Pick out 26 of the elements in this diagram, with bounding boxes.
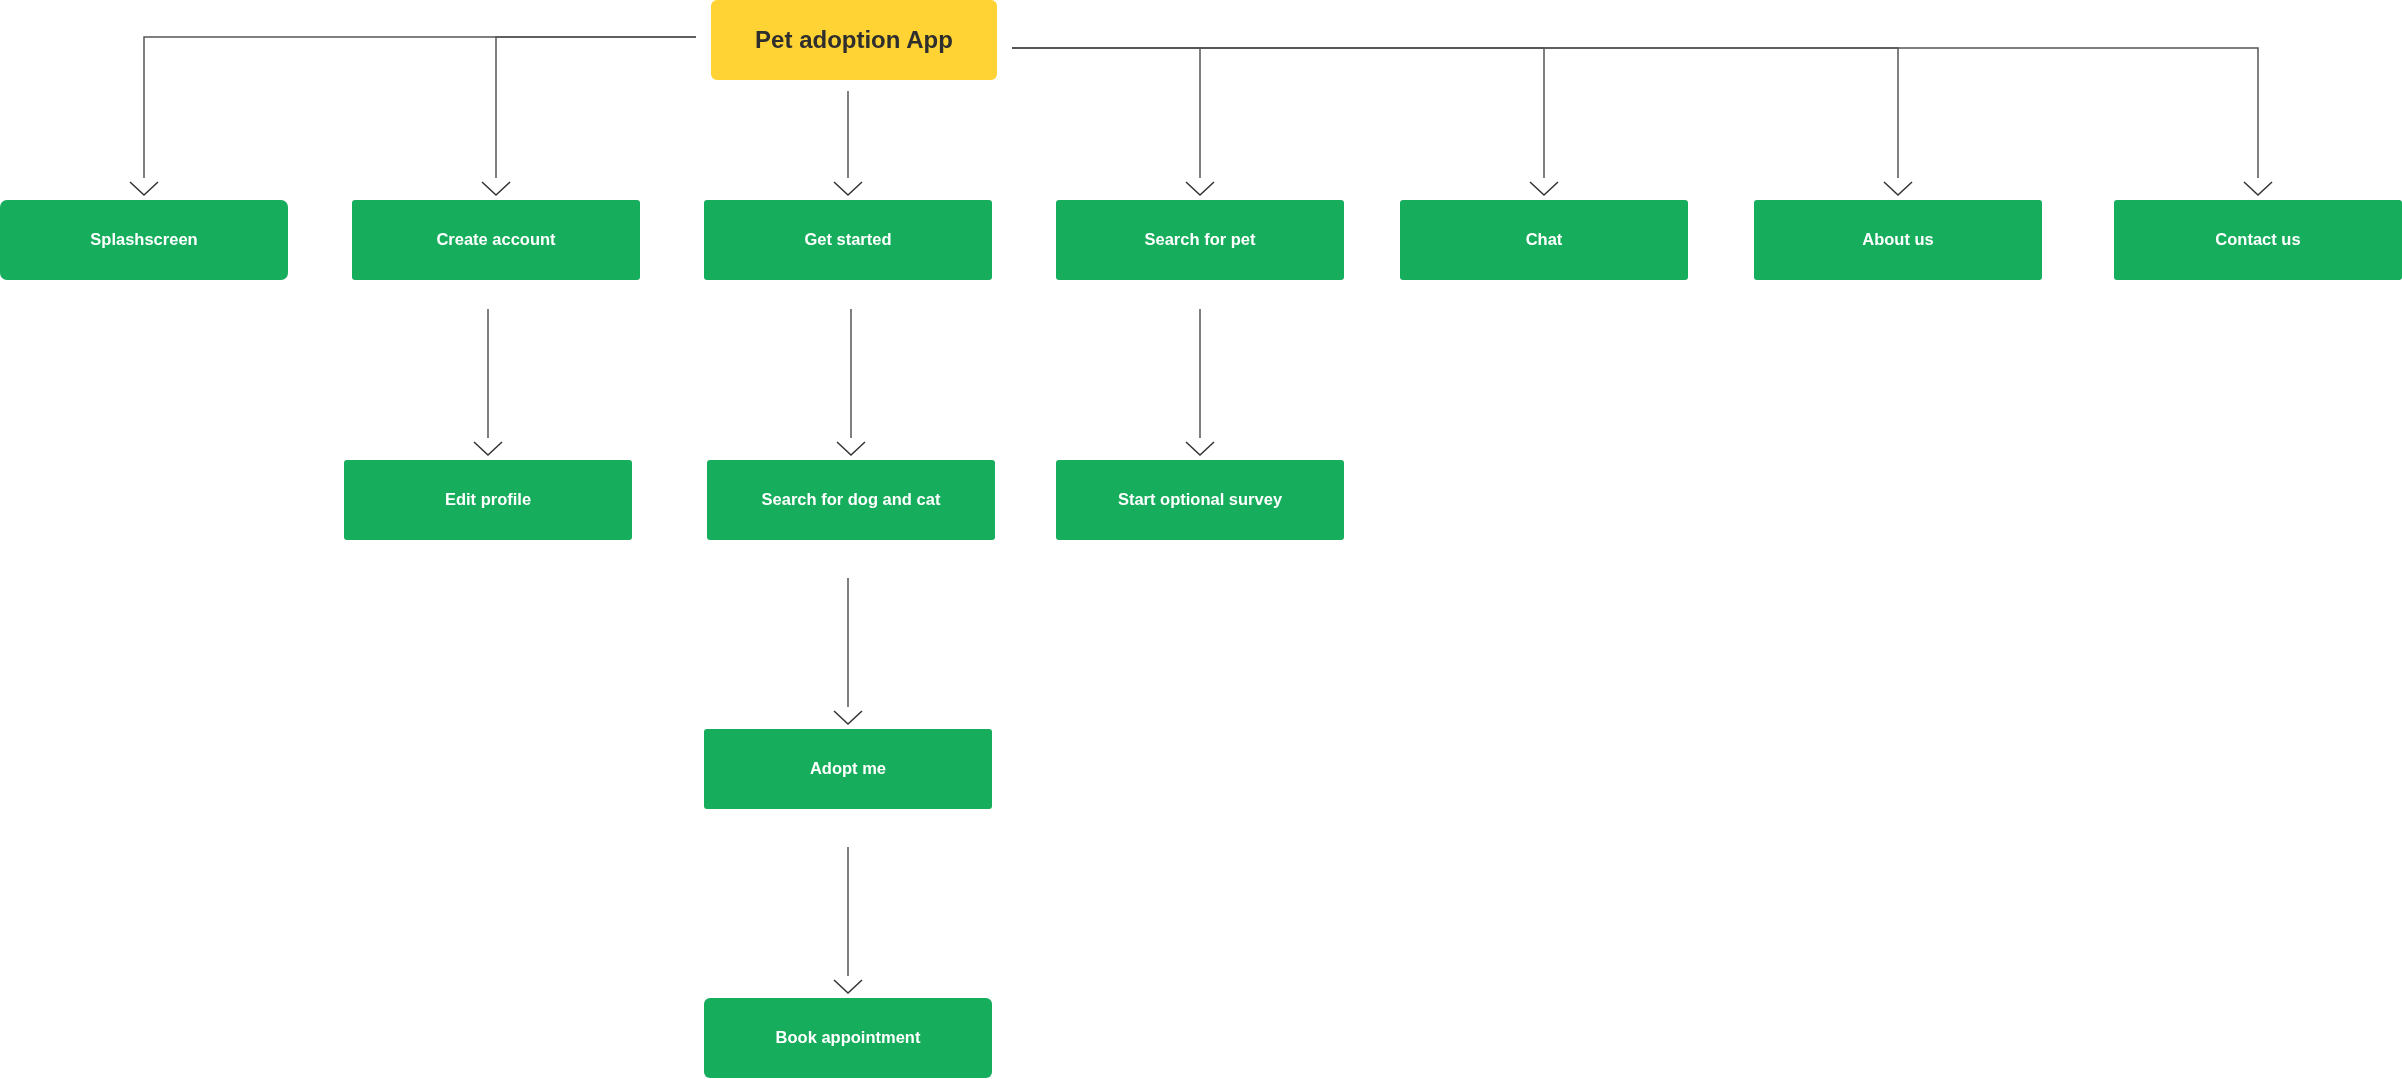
node-label: Pet adoption App [755,25,953,55]
process-box [1056,200,1344,280]
node-label: Splashscreen [90,230,198,250]
process-box [1056,460,1344,540]
process-box [704,998,992,1078]
process-box [0,200,288,280]
node-label: Chat [1525,230,1563,250]
process-box [707,460,995,540]
process-box [704,729,992,809]
process-box [2114,200,2402,280]
node-label: Book appointment [775,1028,921,1048]
node-label: Adopt me [809,759,887,779]
process-box [704,200,992,280]
process-box [352,200,640,280]
node-label: Search for dog and cat [761,490,941,510]
node-label: Search for pet [1144,230,1256,250]
process-box [344,460,632,540]
node-label: Start optional survey [1117,490,1283,510]
process-box [1400,200,1688,280]
node-label: Create account [436,230,556,250]
node-label: Get started [804,230,892,250]
root-box [711,0,997,80]
node-label: Contact us [2215,230,2301,250]
process-box [1754,200,2042,280]
node-label: Edit profile [444,490,532,510]
node-label: About us [1862,230,1934,250]
